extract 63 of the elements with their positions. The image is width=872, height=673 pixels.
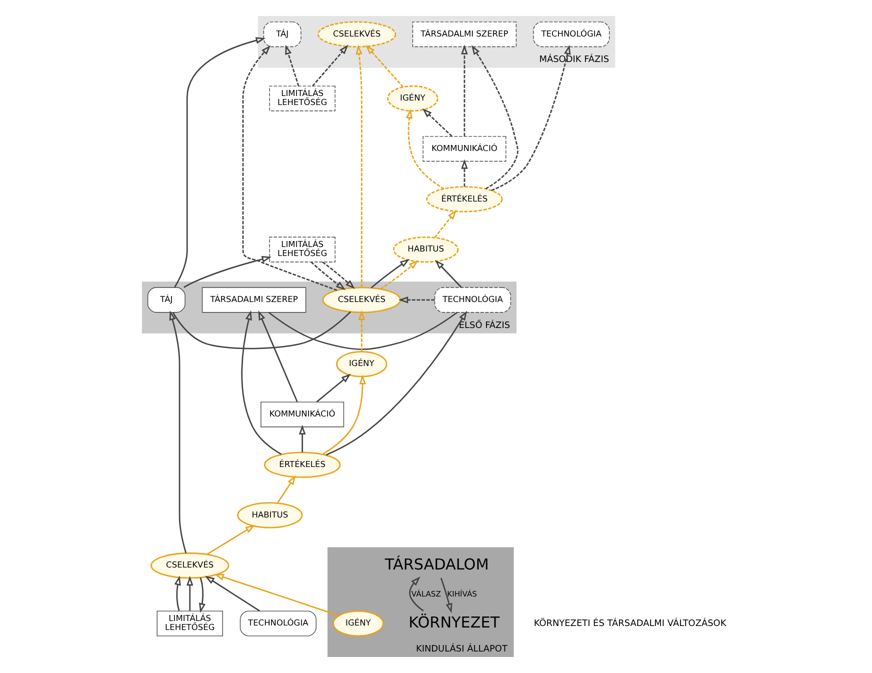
node-text: KÖRNYEZET [408, 613, 500, 632]
arrow [491, 44, 571, 192]
arrow [198, 577, 206, 613]
label: KÖRNYEZETI ÉS TÁRSADALMI VÁLTOZÁSOK [534, 618, 726, 629]
arrow [322, 262, 355, 290]
arrow [206, 524, 256, 555]
arrow [204, 576, 260, 612]
arrow [277, 475, 296, 504]
arrow [471, 45, 518, 190]
arrow [174, 37, 266, 288]
connector [172, 311, 351, 350]
arrow [322, 374, 366, 455]
node-text: TÁRSADALOM [384, 555, 489, 574]
node-box: TECHNOLÓGIA [533, 22, 610, 48]
arrow [312, 44, 348, 86]
node-box: KOMMUNIKÁCIÓ [260, 402, 344, 428]
arrow [214, 574, 339, 616]
node-ellipse: CSELEKVÉS [150, 552, 230, 579]
arrow [356, 44, 362, 288]
arrow [174, 576, 181, 611]
arrow [422, 108, 452, 137]
node-box: TECHNOLÓGIA [240, 610, 316, 636]
node-box: LIMITÁLÁS LEHETŐSÉG [156, 610, 223, 636]
connector [268, 312, 458, 350]
arrow [409, 576, 424, 612]
arrow [461, 159, 468, 187]
node-ellipse: HABITUS [393, 236, 459, 263]
node-ellipse: IGÉNY [336, 351, 388, 378]
node-box: KOMMUNIKÁCIÓ [422, 136, 506, 162]
node-box: LIMITÁLÁS LEHETŐSÉG [269, 236, 336, 262]
arrow [285, 44, 300, 86]
arrow [380, 260, 418, 290]
node-ellipse: HABITUS [237, 502, 303, 528]
node-ellipse: IGÉNY [387, 85, 438, 112]
node-box: TÁJ [147, 287, 186, 313]
arrow [440, 578, 452, 614]
arrow [398, 296, 435, 304]
arrow [326, 310, 468, 456]
arrow [186, 576, 194, 611]
node-ellipse: CSELEKVÉS [317, 21, 396, 48]
arrow [358, 310, 366, 352]
arrow [434, 260, 462, 288]
arrow [184, 256, 272, 288]
node-box: TÁJ [263, 22, 302, 48]
node-box: LIMITÁLÁS LEHETŐSÉG [269, 86, 336, 112]
arrow [241, 310, 282, 455]
arrow [406, 108, 444, 190]
arrow [258, 310, 298, 402]
node-ellipse: ÉRTÉKELÉS [264, 452, 341, 478]
arrow [169, 310, 187, 554]
arrow [310, 262, 346, 290]
arrow [316, 374, 351, 402]
node-box: TECHNOLÓGIA [434, 287, 512, 313]
arrow [461, 44, 468, 136]
node-box: TÁRSADALMI SZEREP [412, 22, 517, 48]
arrow [370, 258, 410, 288]
node-ellipse: CSELEKVÉS [322, 286, 402, 314]
node-box: TÁRSADALMI SZEREP [202, 287, 306, 313]
arrow [434, 210, 457, 238]
arrow [366, 44, 404, 88]
node-ellipse: IGÉNY [332, 610, 384, 637]
arrow [298, 424, 306, 452]
node-ellipse: ÉRTÉKELÉS [426, 186, 503, 212]
